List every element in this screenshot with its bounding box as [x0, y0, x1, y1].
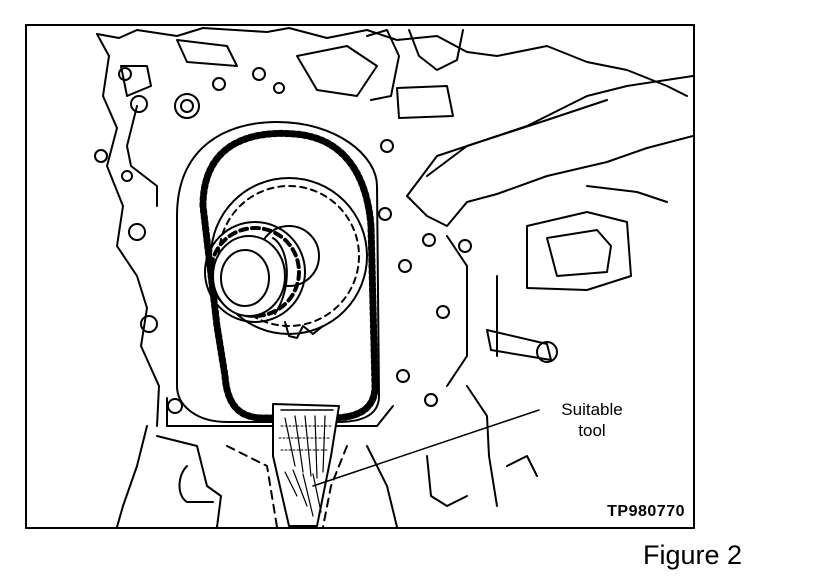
lower-block	[116, 425, 398, 527]
figure-caption: Figure 2	[643, 540, 743, 570]
timing-cover-flange	[166, 121, 412, 427]
engine-block-outline	[94, 27, 688, 427]
crankshaft-sprocket	[204, 221, 306, 323]
suitable-tool	[272, 403, 340, 527]
timing-chain	[199, 129, 379, 422]
callout-label-continued: tool	[578, 421, 606, 440]
callout-label: Suitable	[561, 400, 623, 419]
part-number: TP980770	[607, 503, 685, 520]
cylinder-head	[406, 75, 693, 507]
engine-timing-chain-illustration	[94, 27, 693, 527]
callout-leader-line	[312, 409, 540, 487]
figure-frame: Suitable tool TP980770	[25, 24, 695, 529]
